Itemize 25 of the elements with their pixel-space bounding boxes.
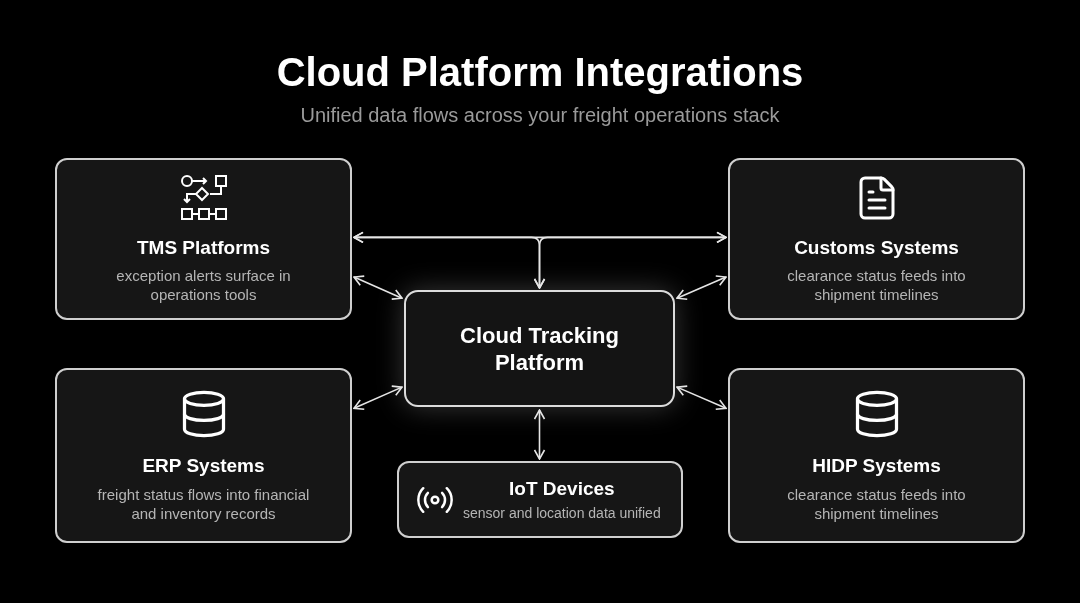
platform-title: Cloud Tracking Platform [459, 321, 620, 376]
integration-card [55, 158, 352, 320]
double-arrow [353, 385, 403, 410]
card-title: Customs Systems [794, 235, 959, 260]
double-arrow [533, 409, 546, 460]
double-arrow [533, 231, 727, 289]
card-description: sensor and location data unified [463, 504, 661, 524]
card-description: clearance status feeds into shipment timelines [786, 266, 967, 305]
card-title: ERP Systems [142, 454, 265, 479]
card-description: exception alerts surface in operations tools [115, 266, 292, 305]
card-title: IoT Devices [509, 476, 615, 501]
card-title: TMS Platforms [137, 235, 270, 260]
platform-box [404, 290, 675, 407]
subtitle: Unified data flows across your freight operations stack [299, 103, 781, 128]
double-arrow [353, 275, 403, 300]
integration-card [55, 368, 352, 543]
title: Cloud Platform Integrations [275, 49, 805, 96]
double-arrow [676, 275, 727, 300]
card-description: clearance status feeds into shipment timelines [786, 484, 967, 523]
double-arrow [676, 385, 727, 411]
card-title: HIDP Systems [812, 454, 941, 479]
card-description: freight status flows into financial and inventory records [96, 484, 311, 523]
integration-card [728, 158, 1025, 320]
integration-card [397, 461, 683, 538]
integration-card [728, 368, 1025, 543]
